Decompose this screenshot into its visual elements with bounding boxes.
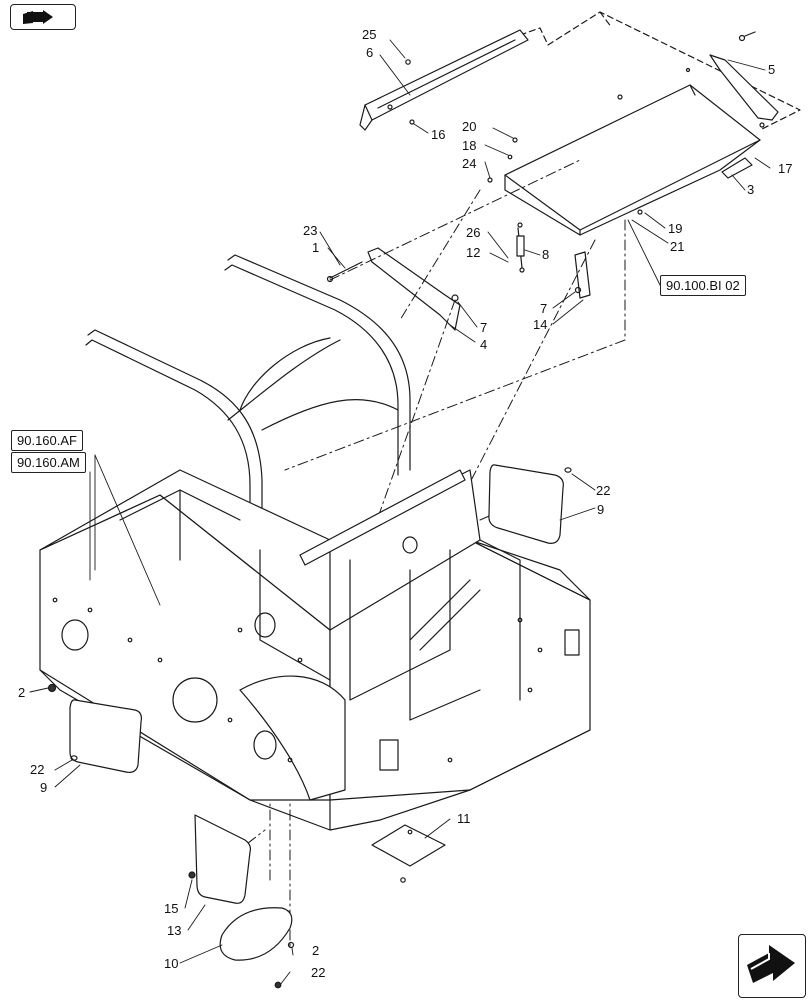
leader-lines [29, 39, 771, 986]
callout-19: 19 [668, 221, 683, 236]
callout-22-right: 22 [596, 483, 611, 498]
callout-7-lower: 7 [540, 301, 548, 316]
cover-plate-10 [219, 907, 295, 989]
shield-plate-13 [188, 814, 252, 904]
rops-frame [85, 254, 411, 566]
cover-plate-11 [371, 824, 446, 883]
callout-15: 15 [164, 901, 179, 916]
bolt-part-20 [512, 137, 518, 143]
callout-6: 6 [366, 45, 374, 60]
callout-18: 18 [462, 138, 477, 153]
callout-26: 26 [466, 225, 481, 240]
callout-22-left: 22 [30, 762, 45, 777]
callout-17: 17 [778, 161, 793, 176]
bolt-part-19 [637, 209, 643, 215]
bolt-part-25 [405, 59, 411, 65]
callout-22-bottom: 22 [311, 965, 326, 980]
callout-9-left: 9 [40, 780, 48, 795]
callout-1: 1 [312, 240, 320, 255]
callout-25: 25 [362, 27, 377, 42]
bracket-part-14 [574, 251, 591, 299]
main-chassis [39, 469, 591, 831]
callout-24: 24 [462, 156, 477, 171]
bolt-part-24 [487, 177, 493, 183]
callout-21: 21 [670, 239, 685, 254]
callout-2-bottom: 2 [312, 943, 320, 958]
gas-spring-part-8 [516, 222, 525, 273]
book-arrow-icon[interactable] [10, 4, 76, 30]
callout-7-upper: 7 [480, 320, 488, 335]
cover-plate-right [488, 464, 572, 544]
callout-2-left: 2 [18, 685, 26, 700]
bolt-part-18 [507, 154, 513, 160]
callout-13: 13 [167, 923, 182, 938]
bolt-part-16 [409, 119, 415, 125]
bracket-part-4 [367, 247, 461, 331]
hood-dashed-outline [519, 11, 801, 131]
reference-link-90-100-bi-02[interactable]: 90.100.BI 02 [660, 275, 746, 296]
callout-3: 3 [747, 182, 755, 197]
callout-12: 12 [466, 245, 481, 260]
hood-panel [504, 67, 761, 236]
callout-23: 23 [303, 223, 318, 238]
cover-plate-left [47, 683, 142, 773]
clip-part-3 [721, 157, 753, 179]
callout-20: 20 [462, 119, 477, 134]
callout-4: 4 [480, 337, 488, 352]
support-bar-top [359, 29, 529, 131]
reference-link-90-160-am[interactable]: 90.160.AM [11, 452, 86, 473]
callout-8: 8 [542, 247, 550, 262]
callout-16: 16 [431, 127, 446, 142]
callout-9-right: 9 [597, 502, 605, 517]
next-page-arrow-icon[interactable] [738, 934, 806, 998]
callout-10: 10 [164, 956, 179, 971]
callout-14: 14 [533, 317, 548, 332]
reference-link-90-160-af[interactable]: 90.160.AF [11, 430, 83, 451]
bracket-part-5 [709, 31, 779, 128]
callout-5: 5 [768, 62, 776, 77]
callout-11: 11 [457, 811, 471, 826]
